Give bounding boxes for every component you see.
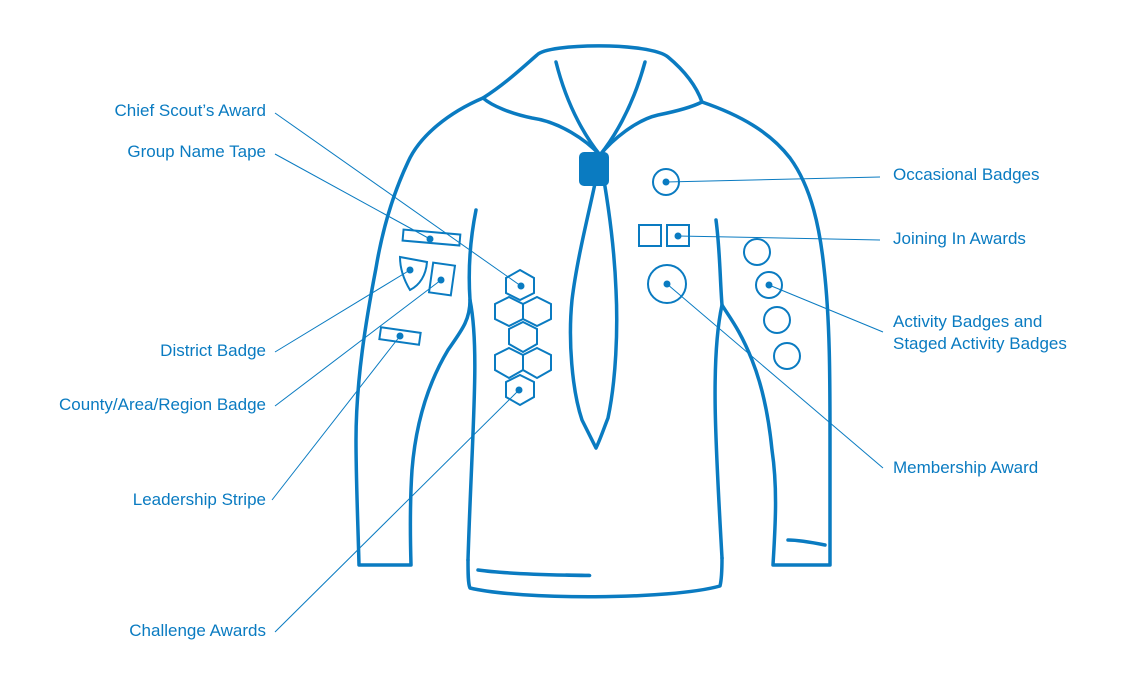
- label-group-name-tape: Group Name Tape: [127, 142, 266, 161]
- activity-badge-shape: [755, 271, 783, 299]
- county-badge-shape: [427, 261, 457, 297]
- scarf: [568, 156, 619, 450]
- marker-dot: [765, 281, 773, 289]
- leader-activity-badges: [768, 284, 884, 333]
- label-activity-badges-line2: Staged Activity Badges: [893, 334, 1067, 353]
- marker-dot: [426, 235, 434, 243]
- cuff-line: [786, 538, 827, 547]
- leader-joining-in-awards: [677, 235, 881, 241]
- leader-chief-scouts-award: [274, 112, 522, 287]
- leader-challenge-awards: [274, 389, 520, 633]
- label-joining-in-awards: Joining In Awards: [893, 229, 1026, 248]
- leadership-stripe-shape: [378, 326, 422, 346]
- label-membership-award: Membership Award: [893, 458, 1039, 477]
- left-lower-curve: [466, 298, 477, 562]
- hexagon-badge: [522, 346, 552, 380]
- collar-outline: [481, 44, 704, 157]
- district-badge-shape: [398, 255, 429, 292]
- hexagon-badge: [508, 320, 538, 354]
- hexagon-badge: [505, 373, 535, 407]
- joining-in-award-shape: [666, 224, 690, 247]
- shirt-right-outline: [700, 100, 832, 567]
- label-chief-scouts-award: Chief Scout’s Award: [114, 101, 266, 120]
- shirt-left-outline: [354, 96, 485, 567]
- leader-occasional-badges: [665, 176, 881, 183]
- right-lower-curve: [713, 303, 724, 560]
- scarf-woggle: [579, 152, 609, 186]
- hexagon-badge: [494, 295, 524, 328]
- hexagon-badge: [505, 268, 535, 302]
- marker-dot: [396, 332, 404, 340]
- label-district-badge: District Badge: [160, 341, 266, 360]
- group-name-tape-shape: [401, 228, 462, 247]
- leader-county-badge: [274, 279, 442, 407]
- marker-dot: [517, 282, 525, 290]
- hexagon-badge: [522, 295, 552, 328]
- label-challenge-awards: Challenge Awards: [129, 621, 266, 640]
- leader-district-badge: [274, 269, 411, 353]
- hem-line: [476, 568, 592, 578]
- membership-award-shape: [647, 264, 687, 304]
- label-leadership-stripe: Leadership Stripe: [132, 490, 266, 509]
- marker-dot: [437, 276, 445, 284]
- activity-badge-shape: [763, 306, 791, 334]
- marker-dot: [515, 386, 523, 394]
- marker-dot: [663, 280, 671, 288]
- hexagon-badge: [494, 346, 524, 380]
- label-county-badge: County/Area/Region Badge: [59, 395, 266, 414]
- leader-membership-award: [666, 283, 884, 469]
- marker-dot: [406, 266, 414, 274]
- label-occasional-badges: Occasional Badges: [893, 165, 1040, 184]
- label-activity-badges-line1: Activity Badges and: [893, 312, 1043, 331]
- leader-group-name-tape: [274, 153, 431, 240]
- marker-dot: [674, 232, 682, 240]
- joining-in-award-shape: [638, 224, 662, 247]
- marker-dot: [662, 178, 670, 186]
- leader-leadership-stripe: [271, 335, 401, 501]
- shirt-hem: [466, 556, 724, 599]
- activity-badge-shape: [773, 342, 801, 370]
- collar-inner: [554, 60, 647, 157]
- activity-badge-shape: [743, 238, 771, 266]
